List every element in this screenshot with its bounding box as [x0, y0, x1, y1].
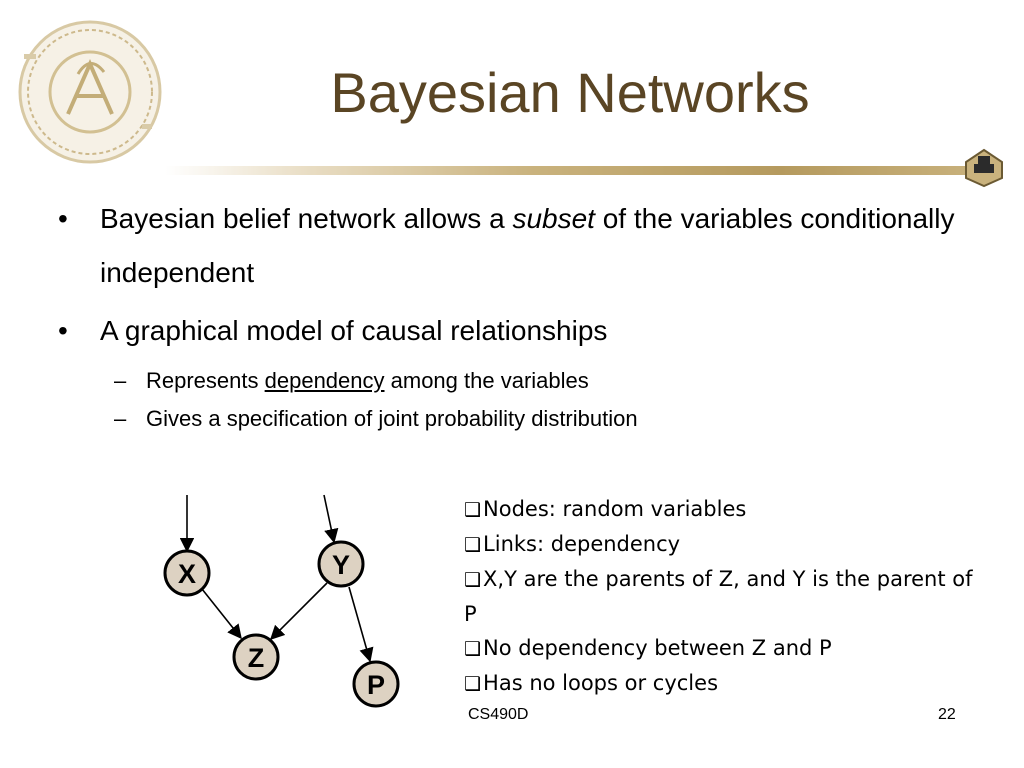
footer-course: CS490D: [468, 706, 529, 723]
note-item: ❑Has no loops or cycles: [464, 671, 719, 695]
note-item: ❑X,Y are the parents of Z, and Y is the …: [464, 567, 973, 626]
node-x: X: [163, 549, 211, 597]
node-p: P: [352, 660, 400, 708]
emphasis-subset: subset: [512, 203, 595, 234]
svg-text:P: P: [367, 670, 385, 700]
node-y: Y: [317, 540, 365, 588]
note-item: ❑No dependency between Z and P: [464, 636, 832, 660]
checkbox-square-icon: ❑: [464, 534, 482, 556]
svg-text:Y: Y: [332, 550, 350, 580]
underlined-dependency: dependency: [264, 368, 385, 393]
bullet-graphical-model: A graphical model of causal relationship…: [58, 304, 978, 358]
bayes-network-diagram: X Y Z P: [163, 494, 400, 708]
title-divider: [165, 166, 985, 175]
sub-bullet-dependency: Represents dependency among the variable…: [58, 362, 978, 400]
checkbox-square-icon: ❑: [464, 499, 482, 521]
note-item: ❑Links: dependency: [464, 532, 681, 556]
svg-text:X: X: [178, 559, 196, 589]
checkbox-square-icon: ❑: [464, 638, 482, 660]
edge-into-y: [323, 494, 339, 544]
page-number: 22: [938, 706, 956, 723]
bullet-list: Bayesian belief network allows a subset …: [58, 192, 978, 438]
edge-x-to-z: [201, 588, 242, 640]
edge-y-to-p: [348, 586, 374, 663]
edge-y-to-z: [269, 582, 328, 641]
svg-text:Z: Z: [248, 643, 265, 673]
node-z: Z: [232, 633, 280, 681]
purdue-seal-icon: [18, 20, 162, 164]
checkbox-square-icon: ❑: [464, 673, 482, 695]
slide-title: Bayesian Networks: [330, 61, 810, 124]
note-item: ❑Nodes: random variables: [464, 497, 747, 521]
sub-bullet-joint-distribution: Gives a specification of joint probabili…: [58, 400, 978, 438]
bullet-belief-network: Bayesian belief network allows a subset …: [58, 192, 978, 300]
checkbox-square-icon: ❑: [464, 569, 482, 591]
notes-list: ❑Nodes: random variables ❑Links: depende…: [464, 492, 974, 701]
purdue-boilermaker-icon: [965, 148, 1003, 188]
